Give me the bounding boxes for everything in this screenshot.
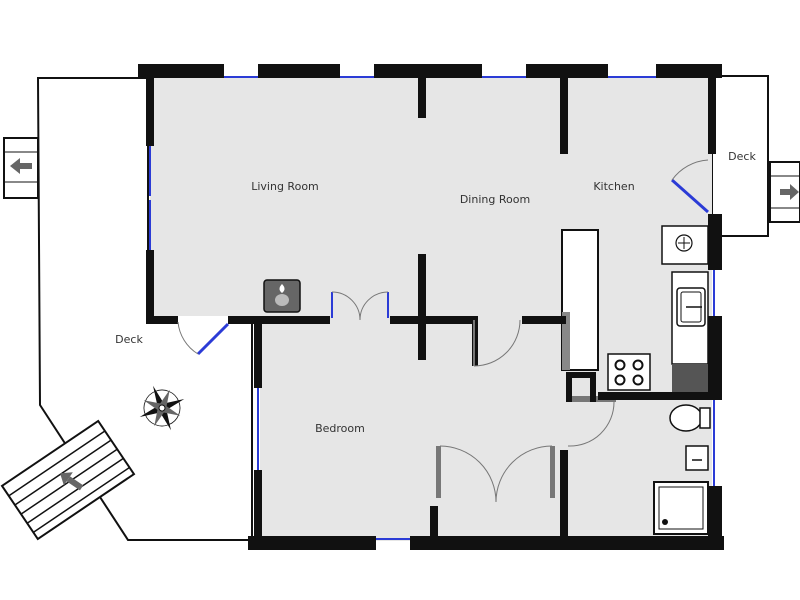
exit-arrow-icon bbox=[10, 158, 32, 174]
windows bbox=[149, 76, 715, 540]
exit-arrow-icon bbox=[780, 184, 799, 200]
room-label-kitchen: Kitchen bbox=[593, 180, 634, 193]
room-label-bedroom: Bedroom bbox=[315, 422, 365, 435]
exit-arrow-icon bbox=[60, 472, 84, 491]
room-label-deck-right: Deck bbox=[728, 150, 756, 163]
compass-rose-icon bbox=[139, 385, 185, 431]
water-heater-icon bbox=[661, 225, 709, 265]
stove-icon bbox=[607, 353, 651, 391]
room-label-living-room: Living Room bbox=[251, 180, 319, 193]
toilet-icon bbox=[669, 404, 711, 432]
room-label-deck-left: Deck bbox=[115, 333, 143, 346]
shower-icon bbox=[653, 481, 709, 535]
kitchen-island bbox=[561, 229, 599, 371]
floor-fill bbox=[150, 76, 712, 541]
doors bbox=[177, 159, 709, 503]
walls bbox=[138, 64, 724, 550]
sink-icon bbox=[676, 287, 706, 327]
fireplace-icon bbox=[263, 279, 301, 313]
sink-icon bbox=[685, 445, 709, 471]
room-label-dining-room: Dining Room bbox=[460, 193, 530, 206]
